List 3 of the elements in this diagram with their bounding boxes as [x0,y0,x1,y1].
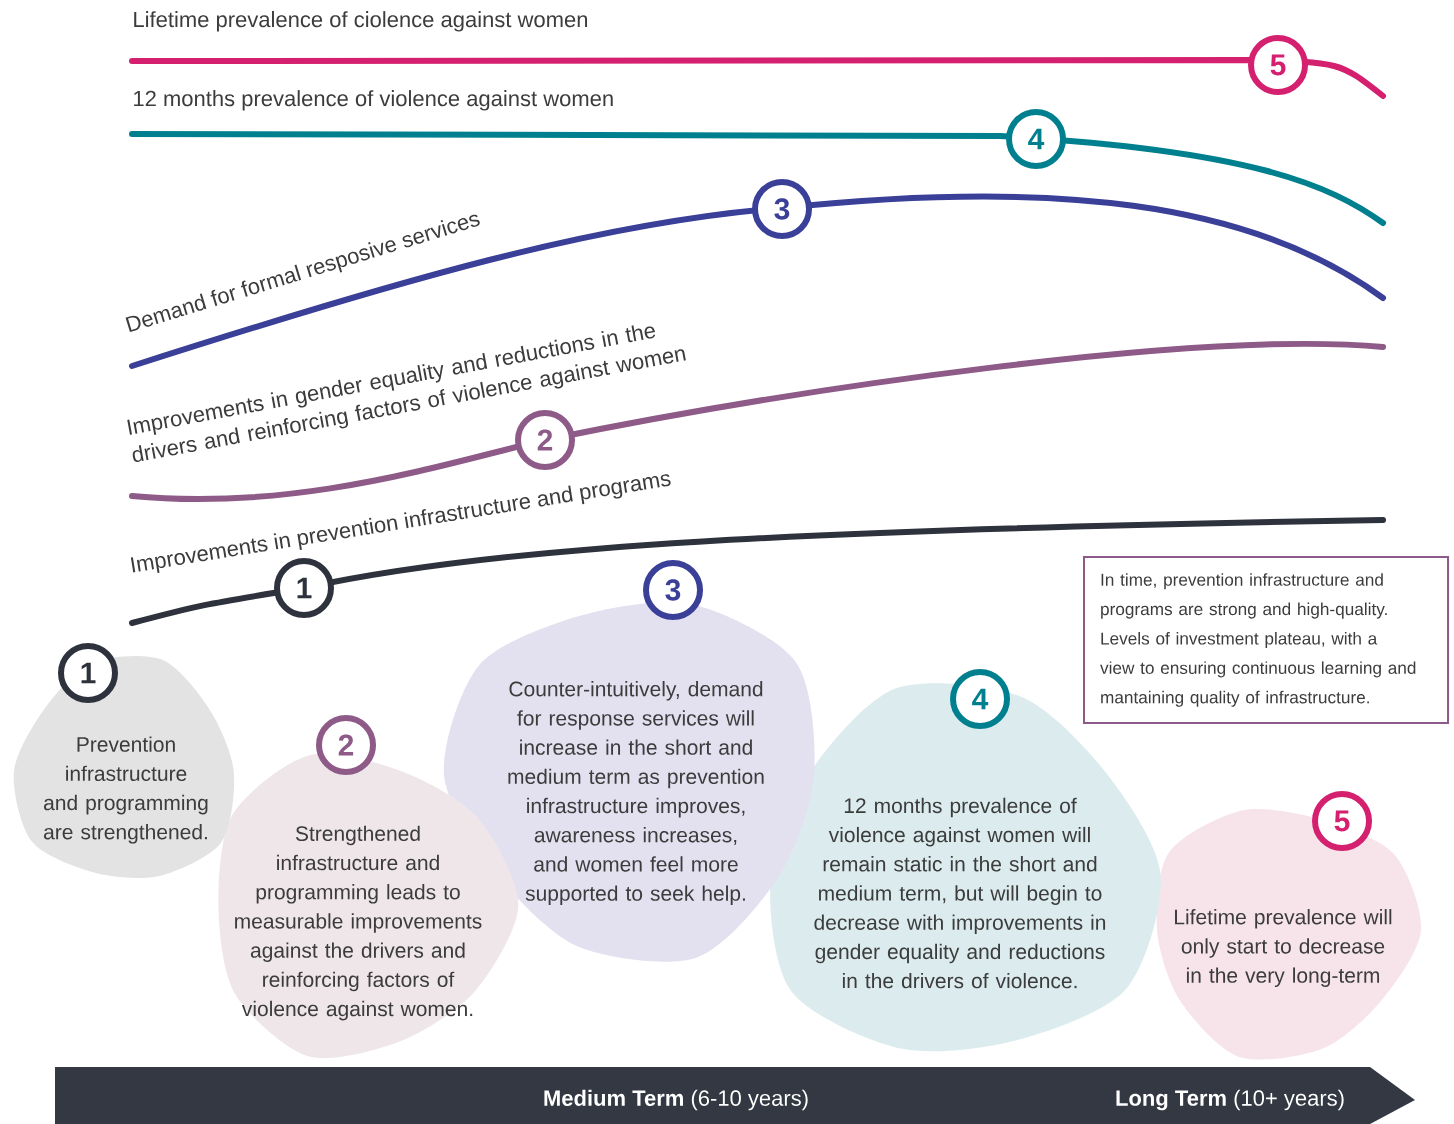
curve-label: Lifetime prevalence of ciolence against women [134,11,587,32]
note-box: In time, prevention infrastructure and programs are strong and high-quality. Levels of investment plateau, with a view to ensuring continuous learning and mantaining quality of infrastructure. [1083,556,1449,724]
curve-label: 12 months prevalence of violence against women [134,90,613,111]
